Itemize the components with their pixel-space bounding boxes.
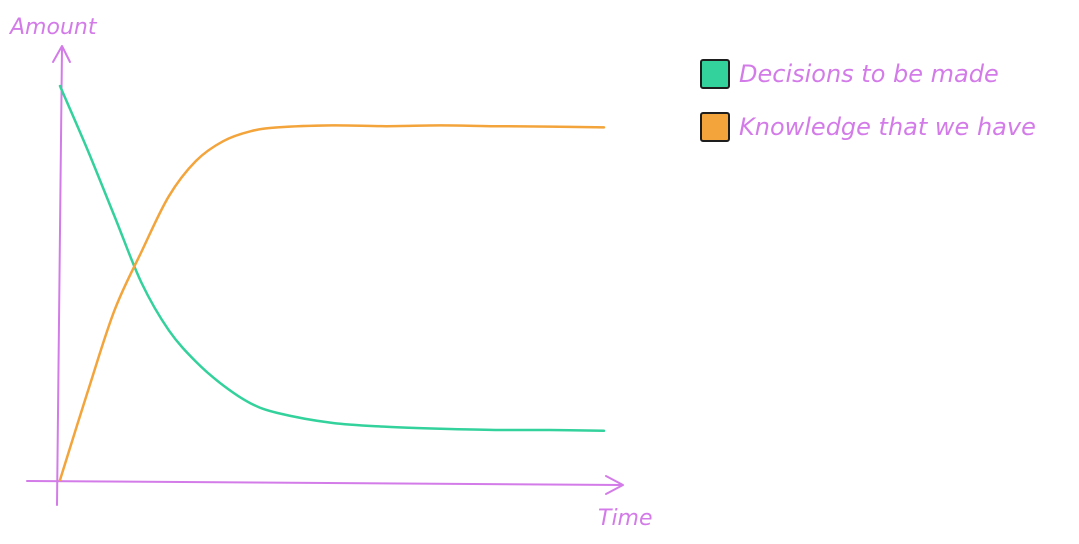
x-axis-arrowhead-icon [605,475,624,495]
y-axis-line [56,47,63,506]
legend-item-decisions: Decisions to be made [700,59,999,89]
plot-area [58,84,606,482]
legend-label-decisions: Decisions to be made [739,60,999,88]
y-axis-label: Amount [8,15,98,40]
x-axis-line [26,480,623,486]
legend-swatch-decisions [700,59,730,89]
y-axis-arrowhead-icon [52,45,71,63]
legend-item-knowledge: Knowledge that we have [700,112,1036,142]
x-axis-label: Time [598,506,653,531]
series-line-knowledge [58,124,606,482]
legend: Decisions to be made Knowledge that we h… [700,59,1036,142]
series-line-decisions [58,84,606,433]
legend-swatch-knowledge [700,112,730,142]
axes [26,45,624,506]
legend-label-knowledge: Knowledge that we have [739,113,1036,141]
